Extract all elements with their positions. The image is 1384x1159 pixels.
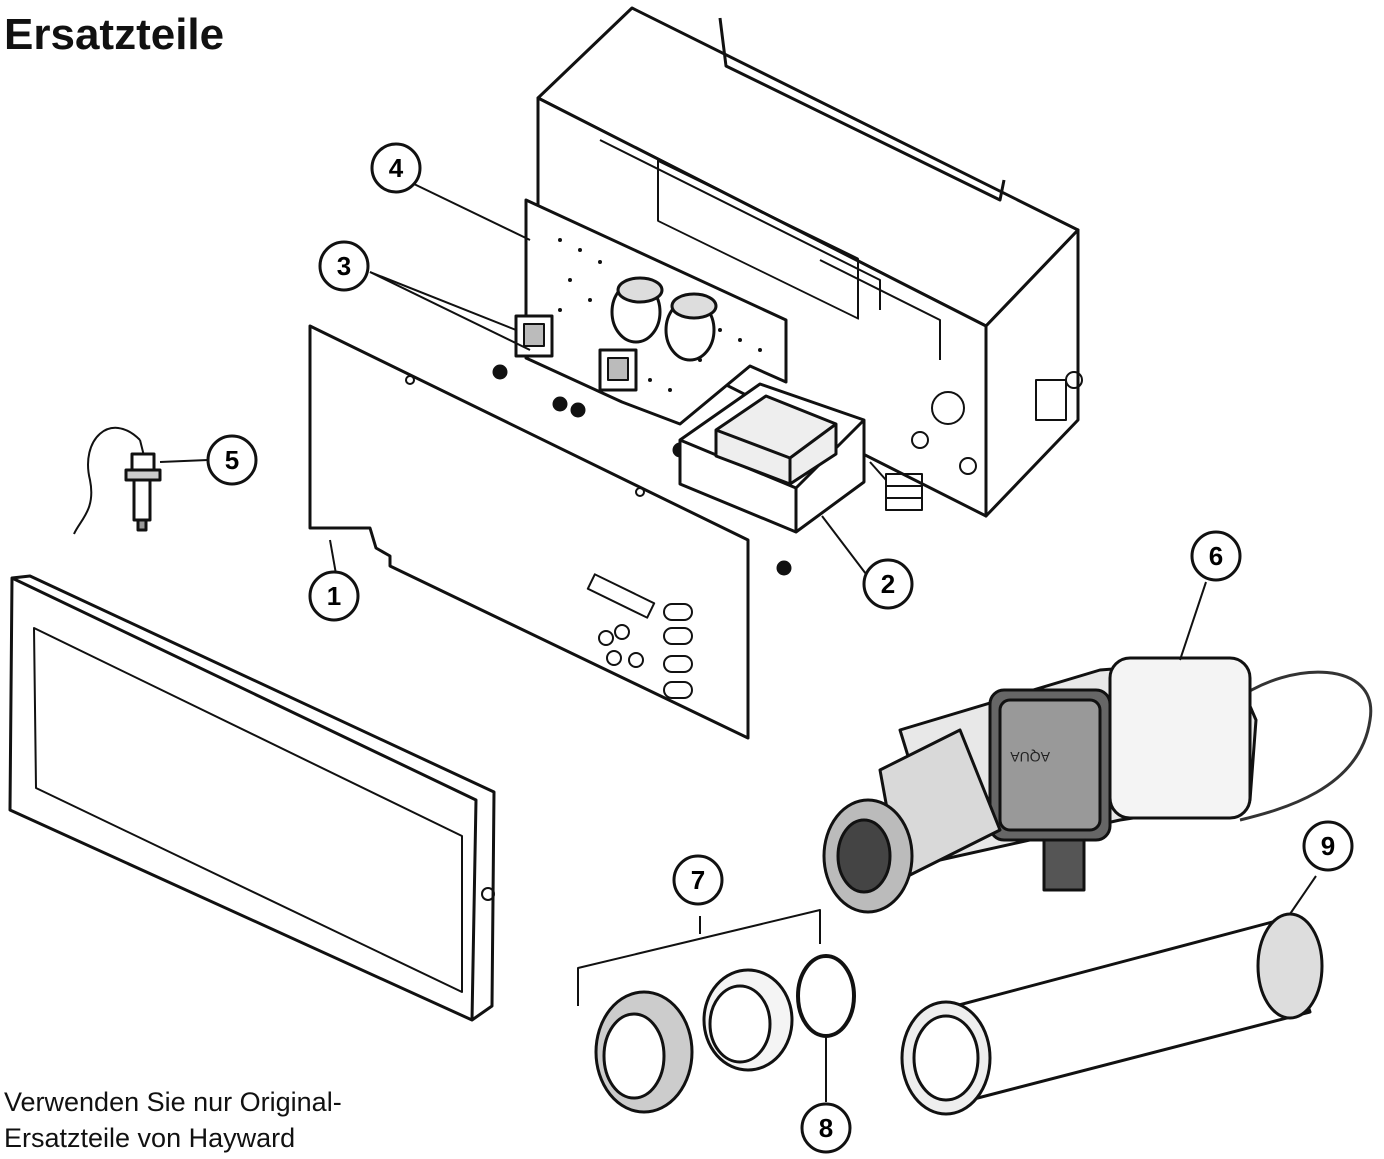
callout-4-label: 4 (389, 153, 404, 183)
o-ring (796, 954, 856, 1102)
callout-3: 3 (318, 240, 370, 292)
callout-2-label: 2 (881, 569, 895, 599)
circuit-board (524, 198, 788, 426)
transformer (678, 382, 866, 534)
relay-parts (514, 314, 638, 392)
leader-lines (159, 183, 1207, 661)
front-cover (8, 574, 496, 1022)
note-line-1: Verwenden Sie nur Original- (4, 1087, 342, 1117)
sensor-probe (73, 426, 162, 535)
cell-label: AQUA (1010, 749, 1050, 765)
callout-9: 9 (1302, 820, 1354, 872)
dummy-tube (900, 875, 1324, 1116)
original-parts-note: Verwenden Sie nur Original- Ersatzteile … (4, 1084, 342, 1156)
front-panel-plate (308, 324, 750, 740)
note-line-2: Ersatzteile von Hayward (4, 1123, 296, 1153)
callout-8: 8 (800, 1102, 852, 1154)
callout-4: 4 (370, 142, 422, 194)
union-fitting (577, 909, 821, 1114)
callout-6-label: 6 (1209, 541, 1223, 571)
callout-2: 2 (862, 558, 914, 610)
callout-1-label: 1 (327, 581, 341, 611)
page-title: Ersatzteile (4, 10, 225, 59)
callout-5: 5 (206, 434, 258, 486)
callout-6: 6 (1190, 530, 1242, 582)
callout-5-label: 5 (225, 445, 239, 475)
callout-1: 1 (308, 570, 360, 622)
callout-7: 7 (672, 854, 724, 906)
chlorinator-cell (822, 656, 1373, 914)
housing-box (536, 6, 1083, 518)
callouts: 1 2 3 4 5 6 7 8 (206, 142, 1354, 1154)
callout-7-label: 7 (691, 865, 705, 895)
callout-9-label: 9 (1321, 831, 1335, 861)
callout-8-label: 8 (819, 1113, 833, 1143)
callout-3-label: 3 (337, 251, 351, 281)
